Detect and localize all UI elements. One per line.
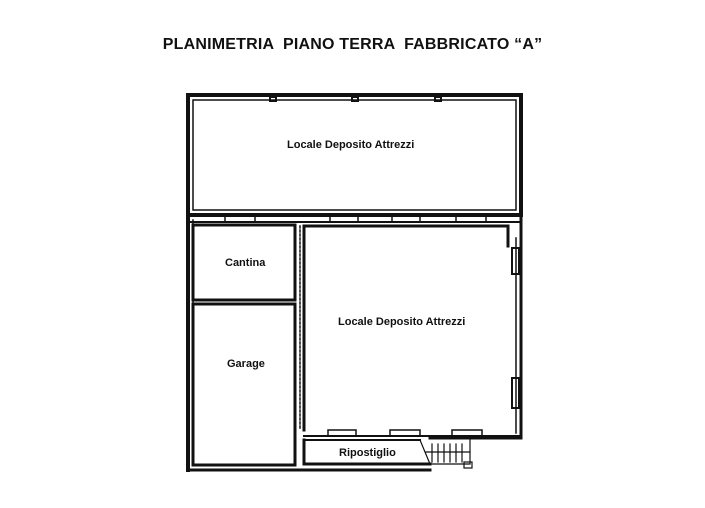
inner-wall-lines	[192, 99, 517, 466]
stairs	[419, 439, 473, 469]
deposito-2-walls	[299, 224, 522, 437]
room-label-garage: Garage	[227, 358, 265, 370]
outer-walls	[186, 93, 523, 472]
right-windows	[511, 247, 520, 409]
garage-walls	[191, 302, 297, 467]
ripostiglio-walls	[302, 438, 432, 466]
top-marks	[269, 96, 442, 102]
middle-wall	[186, 213, 523, 223]
plan-title: PLANIMETRIA PIANO TERRA FABBRICATO “A”	[162, 36, 543, 53]
cantina-walls	[191, 223, 297, 302]
room-label-deposito-1: Locale Deposito Attrezzi	[287, 139, 415, 151]
room-label-deposito-2: Locale Deposito Attrezzi	[338, 316, 466, 328]
room-label-ripostiglio: Ripostiglio	[339, 447, 396, 459]
room-label-cantina: Cantina	[225, 257, 266, 269]
